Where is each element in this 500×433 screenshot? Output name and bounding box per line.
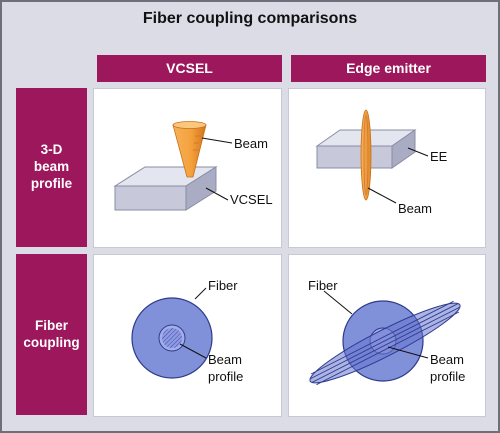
ee-beam-label: Beam	[398, 201, 432, 216]
ee-profile-label-line2: profile	[430, 369, 465, 384]
cell-edge-emitter-fiber	[288, 254, 486, 417]
ee-profile-leader-line	[387, 346, 429, 359]
vcsel-beam-cone	[172, 121, 207, 178]
edge-emitter-beam	[360, 109, 372, 201]
beam-leader-line	[201, 137, 233, 144]
figure-title: Fiber coupling comparisons	[142, 10, 358, 27]
ee-profile-label-line1: Beam	[430, 352, 464, 367]
vcsel-chip	[113, 166, 218, 211]
row-header-line: profile	[30, 175, 73, 191]
vcsel-profile-leader-line	[179, 343, 207, 359]
beam-label: Beam	[234, 136, 268, 151]
row-header-line: coupling	[23, 334, 80, 350]
vcsel-beam-profile-spot	[162, 328, 182, 348]
ee-fiber-label: Fiber	[308, 278, 338, 293]
vcsel-fiber-leader-line	[194, 287, 207, 300]
ee-label: EE	[430, 149, 448, 164]
vcsel-fiber-label: Fiber	[208, 278, 238, 293]
row-header-line: 3-D	[40, 142, 63, 158]
row-header-3d-beam-profile: 3-D beam profile	[16, 88, 87, 247]
ee-beam-leader-line	[367, 187, 397, 204]
vcsel-label: VCSEL	[230, 192, 273, 207]
edge-emitter-beam-profile	[309, 300, 461, 386]
ee-leader-line	[407, 147, 429, 157]
ee-fiber-leader-line	[323, 290, 353, 315]
column-header-vcsel: VCSEL	[97, 55, 282, 82]
vcsel-profile-label-line2: profile	[208, 369, 243, 384]
vcsel-leader-line	[205, 187, 229, 201]
row-header-fiber-coupling: Fiber coupling	[16, 254, 87, 415]
vcsel-fiber-circle	[131, 297, 213, 379]
vcsel-profile-label-line1: Beam	[208, 352, 242, 367]
row-header-line: beam	[33, 159, 70, 175]
row-header-line: Fiber	[34, 317, 68, 333]
column-header-edge-emitter: Edge emitter	[291, 55, 486, 82]
